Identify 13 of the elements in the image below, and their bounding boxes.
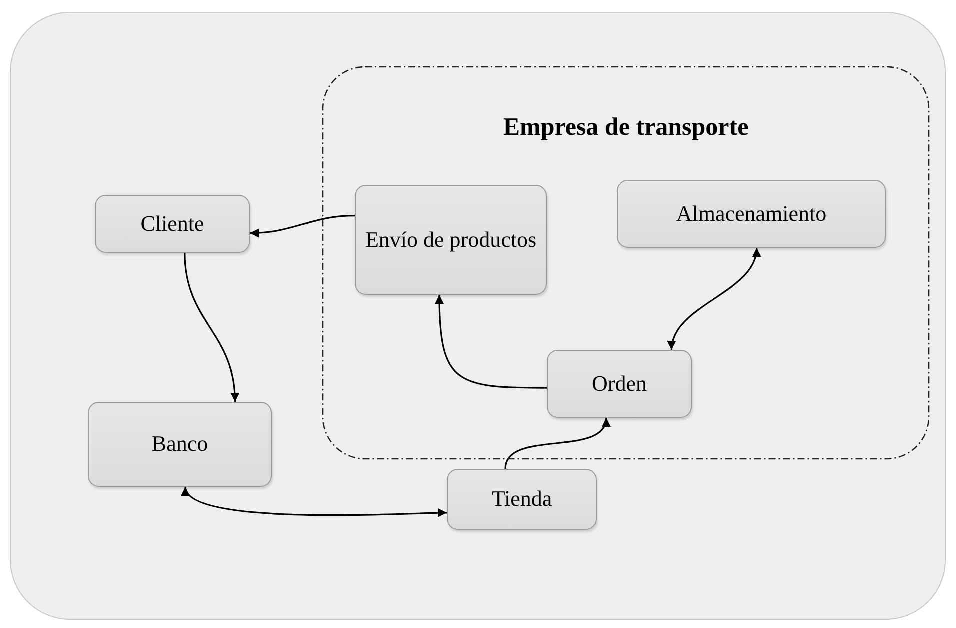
- arrow: [504, 418, 609, 470]
- process-box: Orden: [547, 350, 692, 418]
- group-title: Empresa de transporte: [502, 114, 750, 142]
- arrow: [184, 252, 240, 402]
- arrow: [435, 294, 547, 389]
- process-box: Almacenamiento: [617, 180, 886, 248]
- dashed-group-boundary: [322, 66, 930, 460]
- process-box: Tienda: [447, 469, 597, 530]
- process-box: Banco: [88, 402, 272, 487]
- arrow: [250, 215, 356, 238]
- process-box: Envío de productos: [355, 185, 547, 295]
- process-box: Cliente: [95, 195, 250, 253]
- arrow: [668, 248, 760, 350]
